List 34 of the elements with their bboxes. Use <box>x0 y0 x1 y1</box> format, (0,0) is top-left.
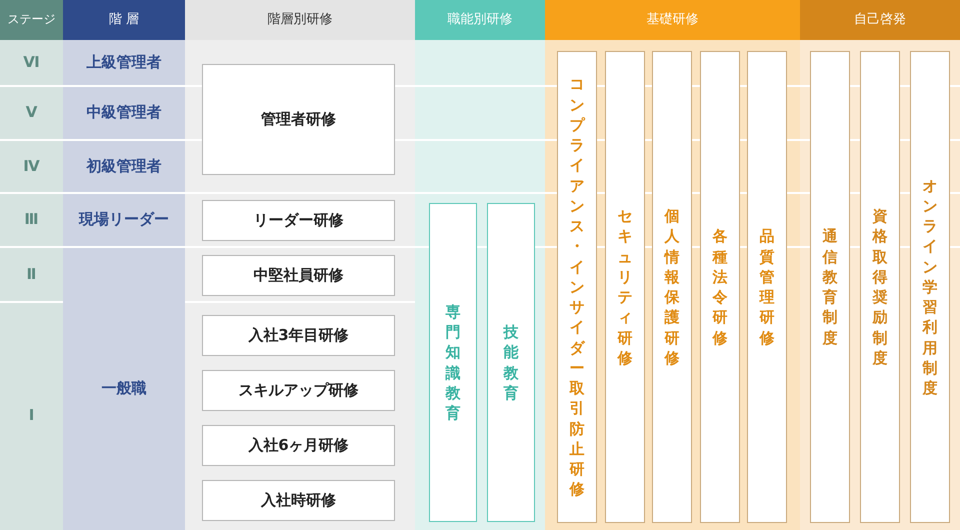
level-label: 中級管理者 <box>86 104 162 122</box>
program-box: 通信教育制度 <box>810 51 850 523</box>
training-box: 入社3年目研修 <box>202 315 395 356</box>
training-box: 各種法令研修 <box>700 51 740 523</box>
header-cell: 自己啓発 <box>800 0 960 40</box>
training-box: リーダー研修 <box>202 200 395 241</box>
stage-label: Ⅲ <box>24 211 39 229</box>
training-box: 管理者研修 <box>202 64 395 175</box>
stage-label: Ⅳ <box>23 158 40 176</box>
level-label: 初級管理者 <box>86 158 162 176</box>
level-label: 上級管理者 <box>86 54 162 72</box>
header-cell: 職能別研修 <box>415 0 545 40</box>
training-box: 個人情報保護研修 <box>652 51 692 523</box>
training-box: 中堅社員研修 <box>202 255 395 296</box>
program-box: オンライン学習利用制度 <box>910 51 950 523</box>
training-box: 入社6ヶ月研修 <box>202 425 395 466</box>
program-box: 資格取得奨励制度 <box>860 51 900 523</box>
training-box: スキルアップ研修 <box>202 370 395 411</box>
level-label: 一般職 <box>102 380 146 398</box>
header-cell: 基礎研修 <box>545 0 800 40</box>
training-box: 入社時研修 <box>202 480 395 521</box>
header-cell: 階 層 <box>63 0 185 40</box>
training-box: 技能教育 <box>487 203 535 522</box>
stage-label: Ⅵ <box>23 54 40 72</box>
header-cell: ステージ <box>0 0 63 40</box>
stage-label: Ⅱ <box>26 266 36 284</box>
header-cell: 階層別研修 <box>185 0 415 40</box>
training-box: 専門知識教育 <box>429 203 477 522</box>
training-box: 品質管理研修 <box>747 51 787 523</box>
training-box: セキュリティ研修 <box>605 51 645 523</box>
stage-label: Ⅰ <box>28 407 34 425</box>
level-label: 現場リーダー <box>79 211 169 229</box>
stage-label: Ⅴ <box>26 104 38 122</box>
training-box: コンプライアンス・インサイダー取引防止研修 <box>557 51 597 523</box>
